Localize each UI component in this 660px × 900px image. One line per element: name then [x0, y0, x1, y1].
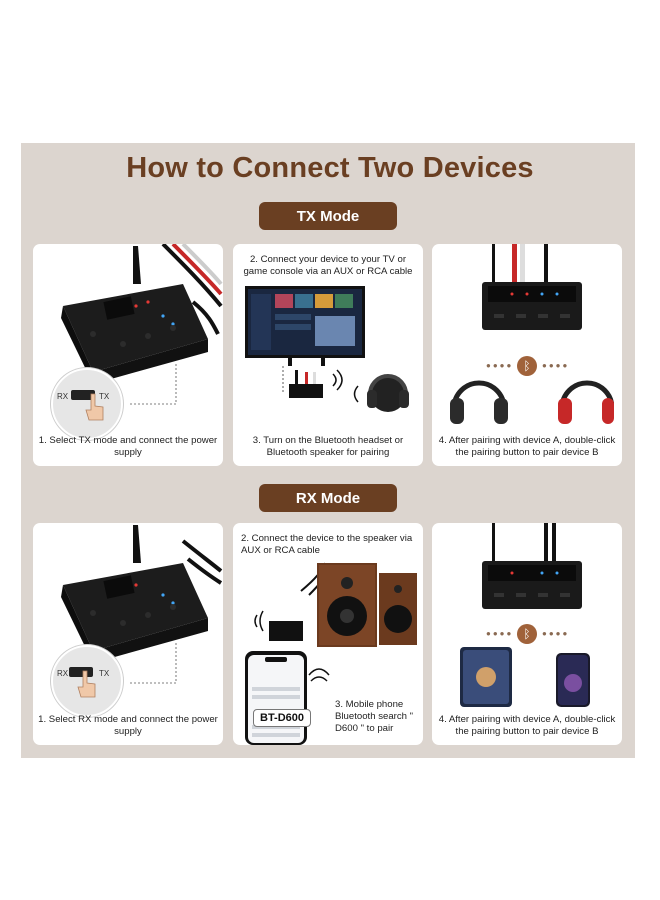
transmitter-device-image	[61, 244, 223, 405]
switch-rx-label: RX	[57, 392, 69, 401]
mode-switch-zoom	[51, 368, 123, 440]
tx-step4-card: ●●●● ᛒ ●●●● 4. After pairing with device…	[432, 244, 622, 466]
tx-mode-label: TX Mode	[259, 202, 397, 230]
dots-right: ●●●●	[542, 629, 570, 638]
headphones-pair-image	[450, 380, 614, 424]
tv-setup-image	[245, 286, 409, 412]
tablet-and-phone-image	[460, 647, 590, 707]
device-name-label: BT-D600	[253, 709, 312, 727]
tx-step2-card: 2. Connect your device to your TV or gam…	[233, 244, 423, 466]
rx-mode-label: RX Mode	[259, 484, 397, 512]
tx-step2-caption: 2. Connect your device to your TV or gam…	[243, 254, 413, 277]
dots-right: ●●●●	[542, 361, 570, 370]
switch-tx-label: TX	[99, 669, 110, 678]
rx-step4-caption: 4. After pairing with device A, double-c…	[438, 714, 616, 737]
hand-pointer-icon	[77, 670, 96, 698]
transmitter-front-image	[482, 244, 582, 330]
signal-waves-icon	[308, 668, 330, 682]
rx-step2-card: 2. Connect the device to the speaker via…	[233, 523, 423, 745]
tx-step3-caption: 3. Turn on the Bluetooth headset or Blue…	[252, 435, 404, 458]
switch-tx-label: TX	[99, 392, 110, 401]
tx-step1-caption: 1. Select TX mode and connect the power …	[38, 435, 218, 458]
rx-step2-caption: 2. Connect the device to the speaker via…	[241, 533, 413, 556]
phone-screen-image	[245, 651, 307, 745]
rx-step3-caption: 3. Mobile phone Bluetooth search " D600 …	[335, 699, 414, 734]
rx-step1-card: RX TX 1. Select RX mode and connect the …	[33, 523, 223, 745]
bluetooth-icon: ᛒ	[517, 624, 537, 644]
receiver-front-image	[482, 523, 582, 609]
bluetooth-icon: ᛒ	[517, 356, 537, 376]
rx-step1-caption: 1. Select RX mode and connect the power …	[38, 714, 218, 737]
rx-step4-card: ●●●● ᛒ ●●●● 4. After pairing with device…	[432, 523, 622, 745]
dots-left: ●●●●	[486, 361, 514, 370]
switch-rx-label: RX	[57, 669, 69, 678]
receiver-device-image	[61, 525, 223, 684]
page-title: How to Connect Two Devices	[126, 152, 534, 184]
dots-left: ●●●●	[486, 629, 514, 638]
speakers-image	[254, 562, 417, 647]
switch-slider	[69, 667, 93, 677]
switch-slider	[71, 390, 95, 400]
hand-pointer-icon	[85, 393, 104, 421]
tx-step4-caption: 4. After pairing with device A, double-c…	[438, 435, 616, 458]
tx-step1-card: RX TX 1. Select TX mode and connect the …	[33, 244, 223, 466]
